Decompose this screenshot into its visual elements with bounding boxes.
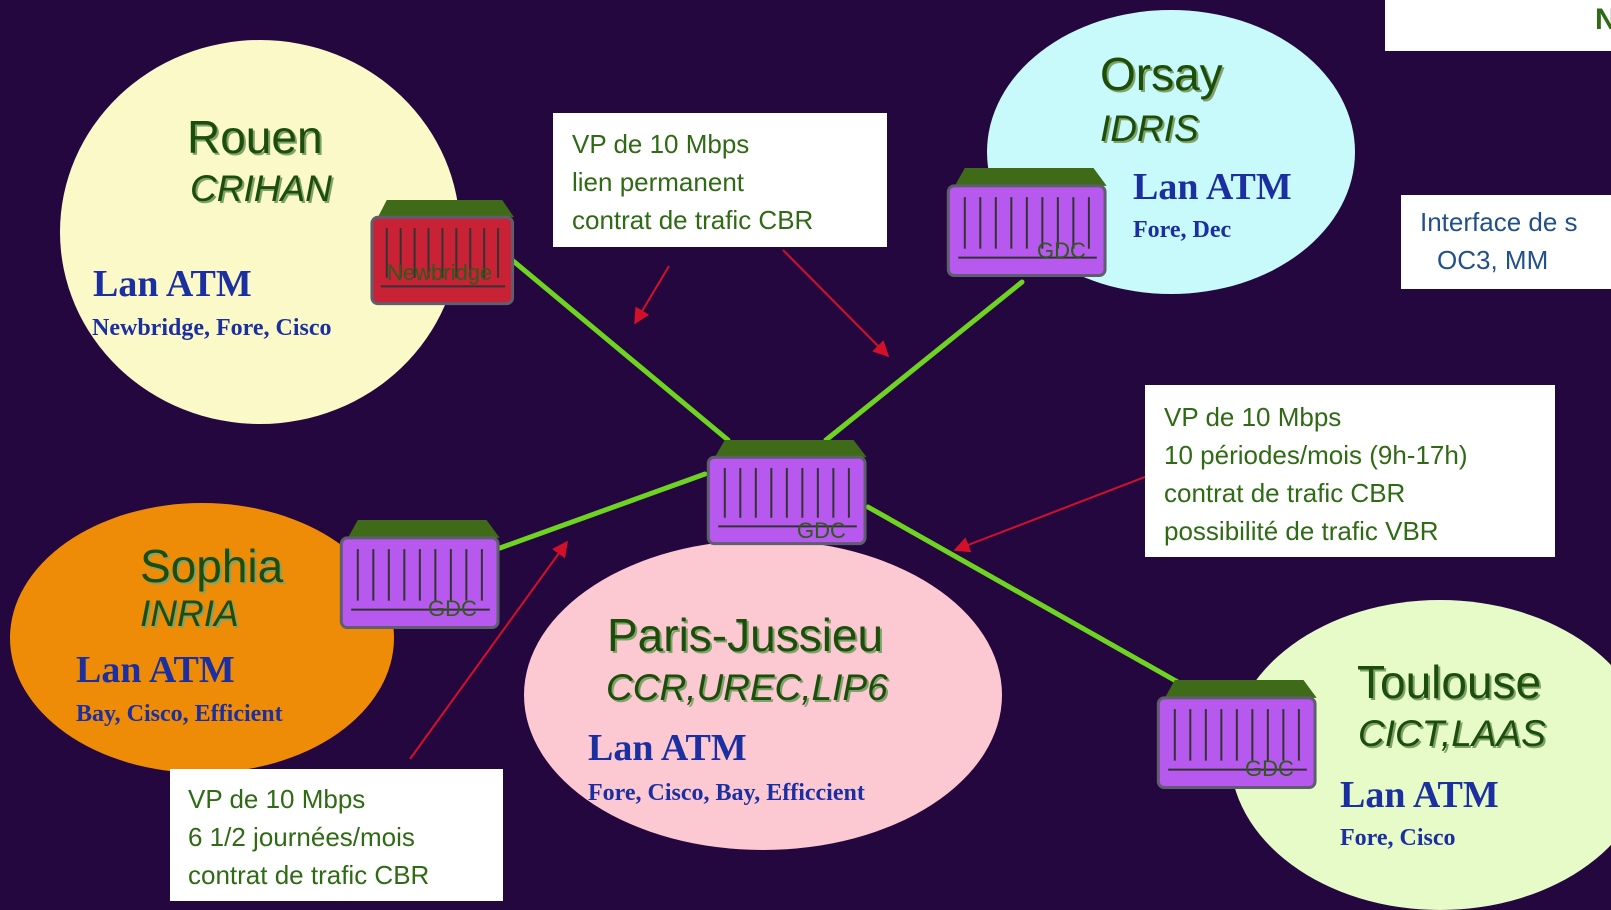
site-vendors: Bay, Cisco, Efficient xyxy=(76,701,283,727)
switch-icon xyxy=(370,200,515,306)
link-rouen-center xyxy=(497,247,731,443)
site-vendors: Fore, Dec xyxy=(1133,217,1232,243)
note-line: contrat de trafic CBR xyxy=(1164,478,1406,508)
switch-orsay: GDC xyxy=(945,168,1110,280)
site-org: CRIHAN xyxy=(190,168,332,209)
site-lan: Lan ATM xyxy=(588,727,747,769)
note-line: 6 1/2 journées/mois xyxy=(188,822,415,852)
link-toulouse-center xyxy=(865,504,1186,688)
site-vendors: Fore, Cisco xyxy=(1340,825,1456,851)
site-sophia: Sophia INRIA Lan ATM Bay, Cisco, Efficie… xyxy=(10,503,394,773)
site-city: Paris-Jussieu xyxy=(607,609,884,661)
note-permanent-link: VP de 10 Mbps lien permanent contrat de … xyxy=(553,113,887,247)
switch-sophia: GDC xyxy=(338,520,503,632)
site-city: Toulouse xyxy=(1357,656,1542,708)
switch-label: GDC xyxy=(1245,756,1294,781)
site-org: CICT,LAAS xyxy=(1358,713,1546,754)
switch-icon xyxy=(706,440,867,546)
arrow-top-left xyxy=(634,265,670,325)
switch-toulouse: GDC xyxy=(1155,680,1320,792)
site-orsay: Orsay IDRIS Lan ATM Fore, Dec xyxy=(987,10,1355,294)
site-vendors: Newbridge, Fore, Cisco xyxy=(92,315,332,341)
link-orsay-center xyxy=(823,279,1025,443)
site-city: Orsay xyxy=(1100,48,1223,100)
note-halfday-link: VP de 10 Mbps 6 1/2 journées/mois contra… xyxy=(170,769,503,901)
switch-icon xyxy=(339,520,500,630)
site-toulouse: Toulouse CICT,LAAS Lan ATM Fore, Cisco xyxy=(1230,600,1611,910)
note-line: contrat de trafic CBR xyxy=(188,860,430,890)
switch-icon xyxy=(1156,680,1317,790)
site-lan: Lan ATM xyxy=(93,263,252,305)
note-interface: Interface de s OC3, MM xyxy=(1401,195,1611,289)
site-lan: Lan ATM xyxy=(1133,166,1292,208)
note-line: contrat de trafic CBR xyxy=(572,205,814,235)
arrow-bottom xyxy=(409,540,568,760)
note-line: VP de 10 Mbps xyxy=(572,129,750,159)
note-line: OC3, MM xyxy=(1437,245,1549,275)
site-paris: Paris-Jussieu CCR,UREC,LIP6 Lan ATM Fore… xyxy=(524,540,1002,850)
corner-text: N xyxy=(1595,3,1611,36)
site-lan: Lan ATM xyxy=(1340,774,1499,816)
switch-label: GDC xyxy=(797,518,846,543)
link-sophia-center xyxy=(497,471,708,551)
note-periodic-link: VP de 10 Mbps 10 périodes/mois (9h-17h) … xyxy=(1145,385,1555,557)
site-org: IDRIS xyxy=(1100,108,1199,149)
site-rouen: Rouen CRIHAN Lan ATM Newbridge, Fore, Ci… xyxy=(60,40,460,424)
note-line: VP de 10 Mbps xyxy=(1164,402,1342,432)
arrow-right xyxy=(953,474,1151,553)
note-corner: N xyxy=(1385,0,1611,51)
switch-label: GDC xyxy=(428,596,477,621)
switch-rouen: Newbridge xyxy=(369,200,517,308)
switch-center: GDC xyxy=(705,440,870,548)
switch-label: GDC xyxy=(1037,238,1086,263)
note-line: lien permanent xyxy=(572,167,744,197)
switch-label: Newbridge xyxy=(387,260,493,285)
switch-icon xyxy=(946,168,1107,278)
arrow-top-right xyxy=(782,249,890,358)
note-line: 10 périodes/mois (9h-17h) xyxy=(1164,440,1468,470)
site-city: Rouen xyxy=(187,111,323,163)
site-city: Sophia xyxy=(140,540,284,592)
note-line: Interface de s xyxy=(1420,207,1578,237)
site-vendors: Fore, Cisco, Bay, Efficcient xyxy=(588,780,865,806)
note-line: possibilité de trafic VBR xyxy=(1164,516,1439,546)
site-org: CCR,UREC,LIP6 xyxy=(606,667,888,708)
note-line: VP de 10 Mbps xyxy=(188,784,366,814)
site-lan: Lan ATM xyxy=(76,649,235,691)
site-org: INRIA xyxy=(140,593,239,634)
